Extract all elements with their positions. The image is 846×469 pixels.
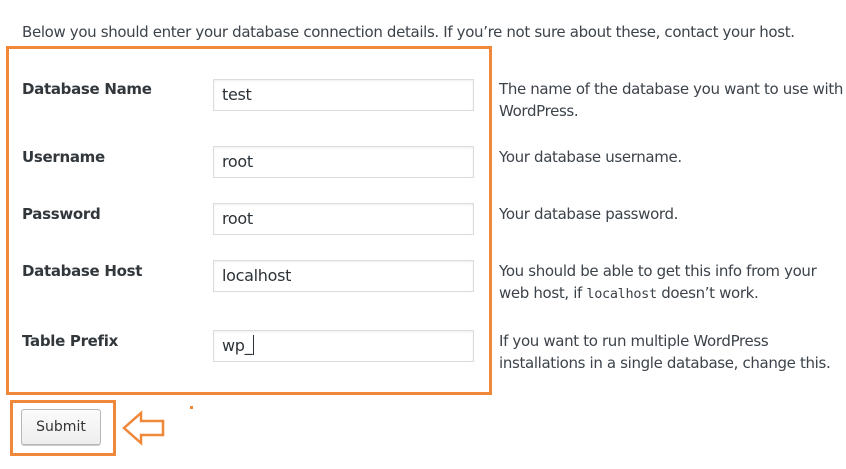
password-input[interactable]: root bbox=[213, 203, 474, 235]
database-host-label: Database Host bbox=[22, 262, 143, 280]
left-arrow-icon bbox=[122, 410, 165, 446]
database-host-description-after: doesn’t work. bbox=[656, 284, 759, 302]
table-prefix-description: If you want to run multiple WordPress in… bbox=[499, 332, 831, 372]
stray-dot bbox=[190, 406, 193, 409]
table-prefix-input[interactable]: wp_ bbox=[213, 330, 474, 362]
database-host-input[interactable]: localhost bbox=[213, 260, 474, 292]
database-name-input[interactable]: test bbox=[213, 79, 474, 111]
password-description: Your database password. bbox=[499, 205, 679, 223]
submit-button[interactable]: Submit bbox=[21, 409, 101, 445]
text-cursor bbox=[253, 335, 255, 355]
database-name-description: The name of the database you want to use… bbox=[499, 80, 844, 120]
username-label: Username bbox=[22, 148, 105, 166]
username-input[interactable]: root bbox=[213, 146, 474, 178]
submit-highlight-box bbox=[10, 400, 116, 456]
form-highlight-box bbox=[6, 46, 492, 395]
localhost-code: localhost bbox=[586, 286, 657, 302]
username-description: Your database username. bbox=[499, 148, 682, 166]
database-host-description: You should be able to get this info from… bbox=[499, 260, 845, 305]
table-prefix-value: wp_ bbox=[222, 336, 253, 355]
password-label: Password bbox=[22, 205, 101, 223]
table-prefix-label: Table Prefix bbox=[22, 332, 119, 350]
database-host-description-before: You should be able to get this info from… bbox=[499, 262, 817, 302]
database-name-label: Database Name bbox=[22, 80, 152, 98]
intro-text: Below you should enter your database con… bbox=[22, 23, 795, 41]
